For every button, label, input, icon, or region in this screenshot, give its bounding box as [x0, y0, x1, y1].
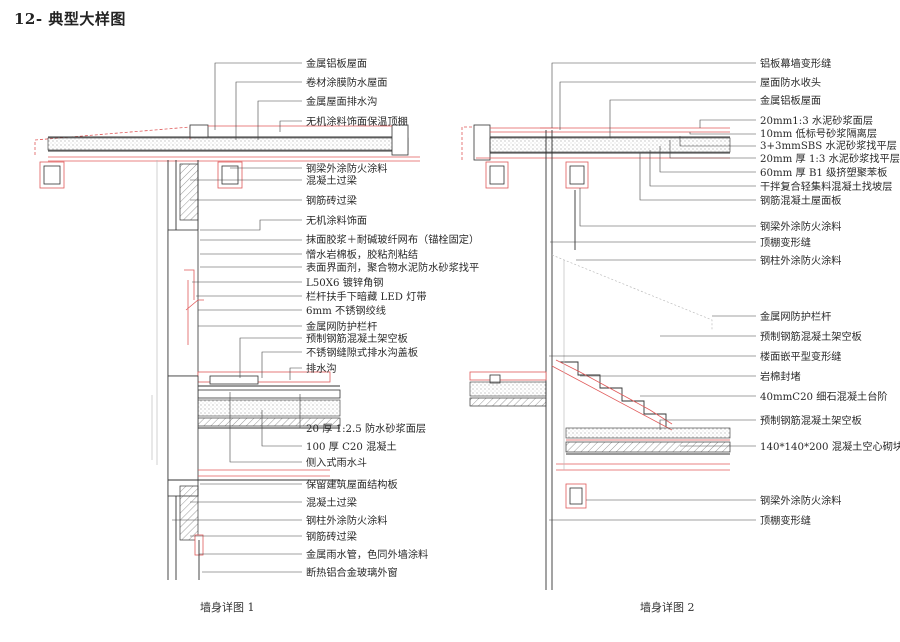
callout-label: 20mm1:3 水泥砂浆面层 — [760, 114, 873, 127]
callout-label: 60mm 厚 B1 级挤塑聚苯板 — [760, 166, 887, 179]
callout-label: 铝板幕墙变形缝 — [760, 57, 831, 70]
callout-label: 屋面防水收头 — [760, 76, 821, 89]
callout-label: 20mm 厚 1:3 水泥砂浆找平层 — [760, 152, 900, 165]
callout-label: 卷材涂膜防水屋面 — [306, 76, 388, 89]
callout-label: 混凝土过梁 — [306, 174, 357, 187]
callout-label: 金属网防护栏杆 — [760, 310, 831, 323]
callout-label: L50X6 镀锌角钢 — [306, 276, 383, 289]
callout-label: 无机涂料饰面 — [306, 214, 367, 227]
callout-label: 混凝土过梁 — [306, 496, 357, 509]
callout-label: 金属网防护栏杆 — [306, 320, 377, 333]
callout-label: 表面界面剂，聚合物水泥防水砂浆找平 — [306, 261, 479, 274]
callout-label: 预制钢筋混凝土架空板 — [760, 414, 862, 427]
callout-label: 金属铝板屋面 — [306, 57, 367, 70]
callout-label: 钢梁外涂防火涂料 — [760, 494, 842, 507]
callout-label: 金属屋面排水沟 — [306, 95, 377, 108]
callout-label: 100 厚 C20 混凝土 — [306, 440, 397, 453]
callout-label: 钢梁外涂防火涂料 — [760, 220, 842, 233]
callout-label: 3+3mmSBS 水泥砂浆找平层 — [760, 139, 897, 152]
page-title: 12- 典型大样图 — [14, 10, 126, 28]
callout-label: 断热铝合金玻璃外窗 — [306, 566, 398, 579]
callout-label: 不锈钢缝隙式排水沟盖板 — [306, 346, 418, 359]
callout-label: 保留建筑屋面结构板 — [306, 478, 398, 491]
callout-label: 顶棚变形缝 — [760, 514, 811, 527]
callout-label: 顶棚变形缝 — [760, 236, 811, 249]
callout-label: 岩棉封堵 — [760, 370, 801, 383]
detail-1-caption: 墙身详图 1 — [200, 600, 255, 614]
callout-label: 栏杆扶手下暗藏 LED 灯带 — [306, 290, 427, 303]
callout-label: 憎水岩棉板，胶粘剂粘结 — [306, 248, 418, 261]
callout-label: 楼面嵌平型变形缝 — [760, 350, 842, 363]
callout-label: 预制钢筋混凝土架空板 — [760, 330, 862, 343]
callout-label: 40mmC20 细石混凝土台阶 — [760, 390, 888, 403]
detail-2-caption: 墙身详图 2 — [640, 600, 695, 614]
callout-label: 钢筋砖过梁 — [306, 530, 357, 543]
callout-label: 10mm 低标号砂浆隔离层 — [760, 127, 877, 140]
callout-label: 140*140*200 混凝土空心砌块 — [760, 440, 900, 453]
callout-label: 侧入式雨水斗 — [306, 456, 367, 469]
callout-label: 抹面胶浆＋耐碱玻纤网布（锚栓固定） — [306, 233, 479, 246]
callout-label: 6mm 不锈钢绞线 — [306, 304, 386, 317]
callout-label: 钢柱外涂防火涂料 — [306, 514, 388, 527]
callout-label: 20 厚 1:2.5 防水砂浆面层 — [306, 422, 426, 435]
callout-label: 钢柱外涂防火涂料 — [760, 254, 842, 267]
callout-label: 钢筋混凝土屋面板 — [760, 194, 842, 207]
callout-label: 干拌复合轻集料混凝土找坡层 — [760, 180, 892, 193]
detail-1-drawing: 金属铝板屋面卷材涂膜防水屋面金属屋面排水沟无机涂料饰面保温顶棚钢梁外涂防火涂料混… — [34, 57, 479, 614]
callout-label: 金属铝板屋面 — [760, 94, 821, 107]
callout-label: 钢梁外涂防火涂料 — [306, 162, 388, 175]
callout-label: 金属雨水管，色同外墙涂料 — [306, 548, 428, 561]
detail-1-labels: 金属铝板屋面卷材涂膜防水屋面金属屋面排水沟无机涂料饰面保温顶棚钢梁外涂防火涂料混… — [306, 57, 479, 579]
callout-label: 排水沟 — [306, 362, 337, 375]
callout-label: 无机涂料饰面保温顶棚 — [306, 115, 408, 128]
callout-label: 预制钢筋混凝土架空板 — [306, 332, 408, 345]
callout-label: 钢筋砖过梁 — [306, 194, 357, 207]
